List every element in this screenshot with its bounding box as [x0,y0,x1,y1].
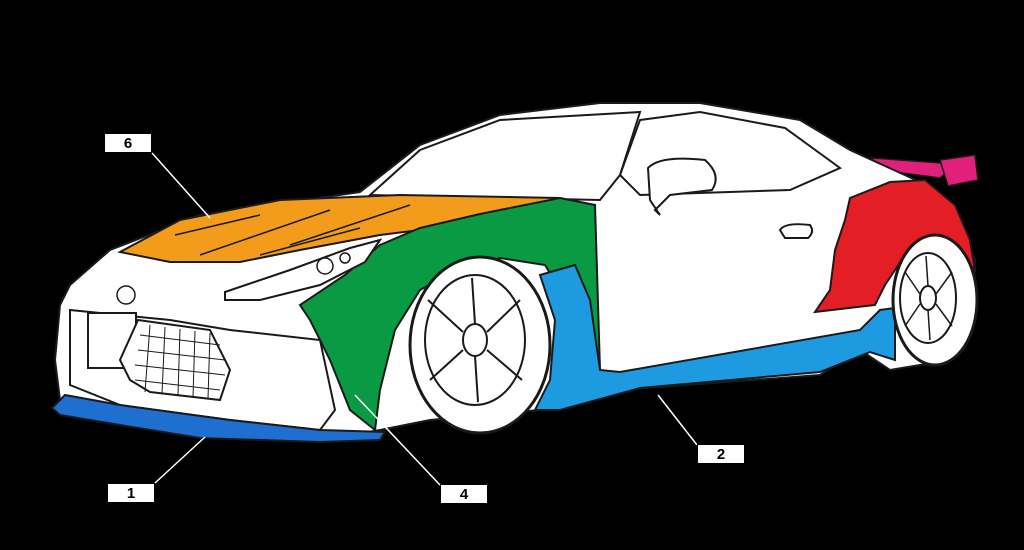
grille [118,318,232,402]
leader-4 [354,394,441,486]
grille-mesh [134,324,226,400]
callout-4: 4 [440,484,488,504]
door-handle [778,223,814,239]
front-lip [50,393,387,444]
callout-1: 1 [107,483,155,503]
leader-lines [151,152,698,486]
side-mirror [646,157,717,216]
side-skirt [533,263,896,411]
callout-6: 6 [104,133,152,153]
windshield [367,110,642,202]
leader-2 [657,394,698,446]
callout-2: 2 [697,444,745,464]
front-wheel [408,255,552,435]
rear-wheel [891,233,979,367]
leader-1 [154,436,206,484]
leader-6 [151,152,211,219]
emblem [116,285,136,305]
